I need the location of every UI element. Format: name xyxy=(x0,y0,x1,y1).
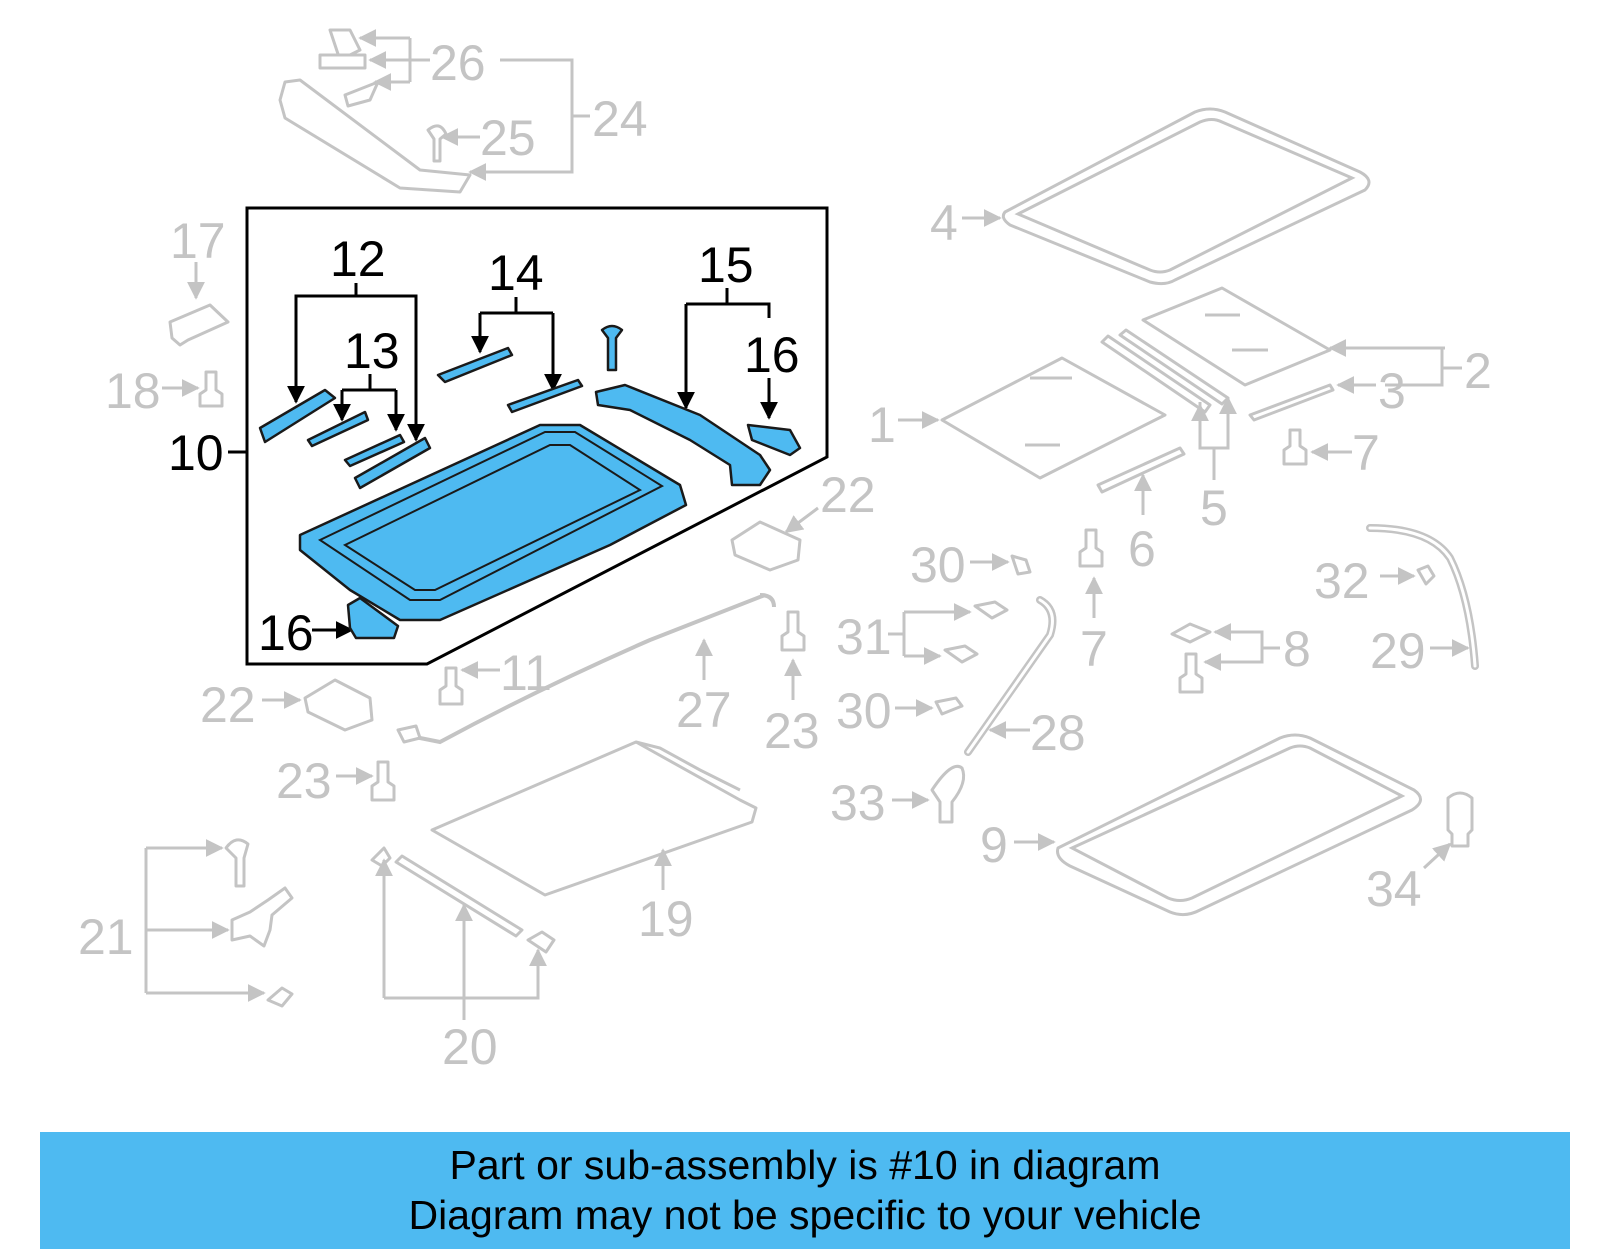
callout-22b: 22 xyxy=(200,677,256,733)
callout-19: 19 xyxy=(638,891,694,947)
part-27-cable xyxy=(396,593,776,745)
callout-16b: 16 xyxy=(258,605,314,661)
callout-18: 18 xyxy=(105,363,161,419)
callout-21: 21 xyxy=(78,909,134,965)
callout-16: 16 xyxy=(744,327,800,383)
part-23b-bolt xyxy=(336,760,396,802)
part-11-bolt xyxy=(438,661,500,706)
part-1-glass-panel xyxy=(898,356,1167,480)
callout-13: 13 xyxy=(344,323,400,379)
assembly-10-parts xyxy=(258,324,802,640)
part-7-bolt xyxy=(1282,428,1352,466)
part-18-bolt xyxy=(162,370,224,408)
part-4-glass-seal xyxy=(962,107,1371,286)
part-5-seal-strips xyxy=(1100,328,1237,480)
callout-22: 22 xyxy=(820,467,876,523)
callout-23b: 23 xyxy=(276,753,332,809)
callout-6: 6 xyxy=(1128,521,1156,577)
part-9-frame-seal xyxy=(1014,733,1422,917)
callout-10: 10 xyxy=(168,425,224,481)
callout-27: 27 xyxy=(676,682,732,738)
callout-1: 1 xyxy=(868,397,896,453)
callout-30b: 30 xyxy=(836,683,892,739)
callout-5: 5 xyxy=(1200,480,1228,536)
callout-11: 11 xyxy=(500,645,552,701)
callout-31: 31 xyxy=(836,609,892,665)
part-22-block xyxy=(730,506,819,572)
leader-24-26 xyxy=(358,29,590,181)
callout-29: 29 xyxy=(1370,623,1426,679)
part-29-drain-hose xyxy=(1366,524,1479,670)
callout-25: 25 xyxy=(480,110,536,166)
callout-4: 4 xyxy=(930,195,958,251)
banner-line-1: Part or sub-assembly is #10 in diagram xyxy=(449,1142,1161,1188)
part-23-bolt xyxy=(780,610,806,700)
part-3-strip xyxy=(1248,376,1376,422)
callout-7b: 7 xyxy=(1080,621,1108,677)
callout-14: 14 xyxy=(488,245,544,301)
callout-33: 33 xyxy=(830,775,886,831)
part-21-hinge xyxy=(144,838,294,1008)
callout-24: 24 xyxy=(592,91,648,147)
info-banner: Part or sub-assembly is #10 in diagram D… xyxy=(40,1132,1570,1249)
part-6-strip xyxy=(1096,446,1186,515)
callout-30: 30 xyxy=(910,537,966,593)
part-30-clip xyxy=(1010,554,1032,576)
part-8-nut-bolt xyxy=(1170,622,1280,694)
callout-3: 3 xyxy=(1378,363,1406,419)
callout-9: 9 xyxy=(980,817,1008,873)
callout-12: 12 xyxy=(330,231,386,287)
assembly-10-frame xyxy=(245,206,829,666)
callout-34: 34 xyxy=(1366,861,1422,917)
callout-32: 32 xyxy=(1314,553,1370,609)
part-17-bracket xyxy=(168,262,230,347)
part-22b-block xyxy=(262,678,374,732)
callout-23: 23 xyxy=(764,703,820,759)
callout-20: 20 xyxy=(442,1019,498,1075)
callout-7: 7 xyxy=(1352,425,1380,481)
part-7b-bolt xyxy=(1078,528,1104,618)
callout-26: 26 xyxy=(430,35,486,91)
banner-line-2: Diagram may not be specific to your vehi… xyxy=(408,1192,1202,1238)
part-28-drain-tube xyxy=(964,596,1057,756)
part-2-glass-panel xyxy=(1141,286,1462,387)
callout-17: 17 xyxy=(170,213,226,269)
part-33-connector xyxy=(892,764,966,824)
callout-2: 2 xyxy=(1464,343,1492,399)
part-20-rail xyxy=(370,846,556,1020)
callout-8: 8 xyxy=(1283,621,1311,677)
part-19-sunshade xyxy=(430,740,758,897)
callout-28: 28 xyxy=(1030,705,1086,761)
part-34-motor xyxy=(1422,791,1474,870)
callout-15: 15 xyxy=(698,237,754,293)
